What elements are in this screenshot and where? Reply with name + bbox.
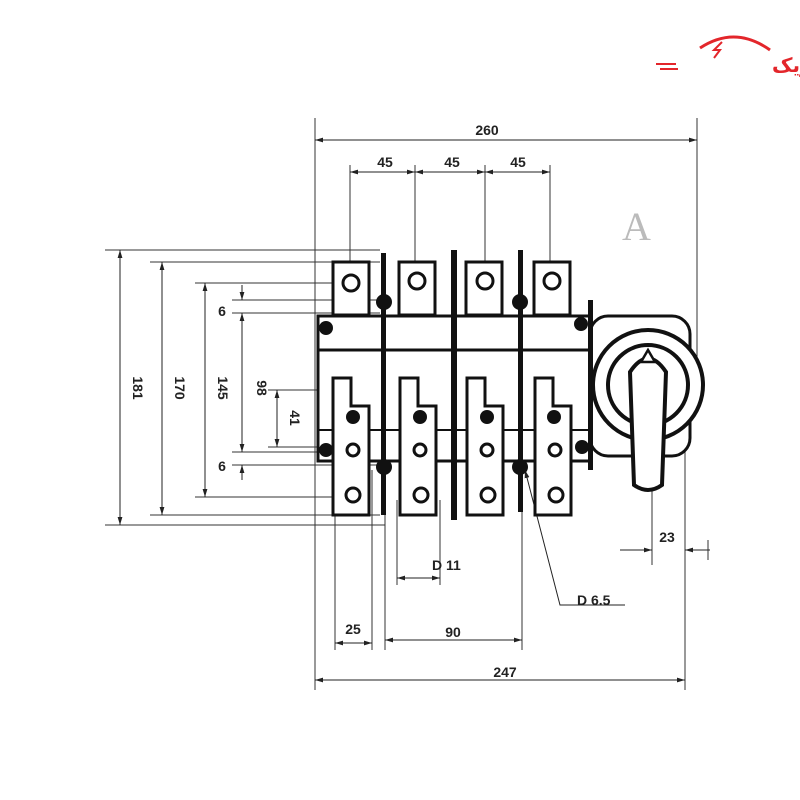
bottom-terminals <box>331 376 573 517</box>
dim-260: 260 <box>475 122 499 138</box>
dim-45-c: 45 <box>510 154 526 170</box>
extension-lines <box>105 118 709 690</box>
switch-body <box>316 250 705 520</box>
dim-23: 23 <box>659 529 675 545</box>
dim-6-bottom: 6 <box>218 458 226 474</box>
brand-logo: آتاالکتریک <box>656 35 800 77</box>
dimension-labels: 260 45 45 45 181 170 145 98 41 6 6 D 11 … <box>130 122 675 680</box>
dim-d11: D 11 <box>432 557 461 573</box>
rotary-handle <box>591 328 705 492</box>
dim-6-top: 6 <box>218 303 226 319</box>
logo-text: آتاالکتریک <box>772 52 800 77</box>
dim-247: 247 <box>493 664 517 680</box>
top-terminals <box>331 260 572 317</box>
dim-45-a: 45 <box>377 154 393 170</box>
dim-181: 181 <box>130 376 146 400</box>
dim-98: 98 <box>254 380 270 396</box>
dim-45-b: 45 <box>444 154 460 170</box>
dim-170: 170 <box>172 376 188 400</box>
dim-d6-5: D 6.5 <box>577 592 611 608</box>
dim-145: 145 <box>215 376 231 400</box>
watermark-logo: A <box>622 204 651 249</box>
dim-25: 25 <box>345 621 361 637</box>
dim-90: 90 <box>445 624 461 640</box>
dim-41: 41 <box>287 410 303 426</box>
